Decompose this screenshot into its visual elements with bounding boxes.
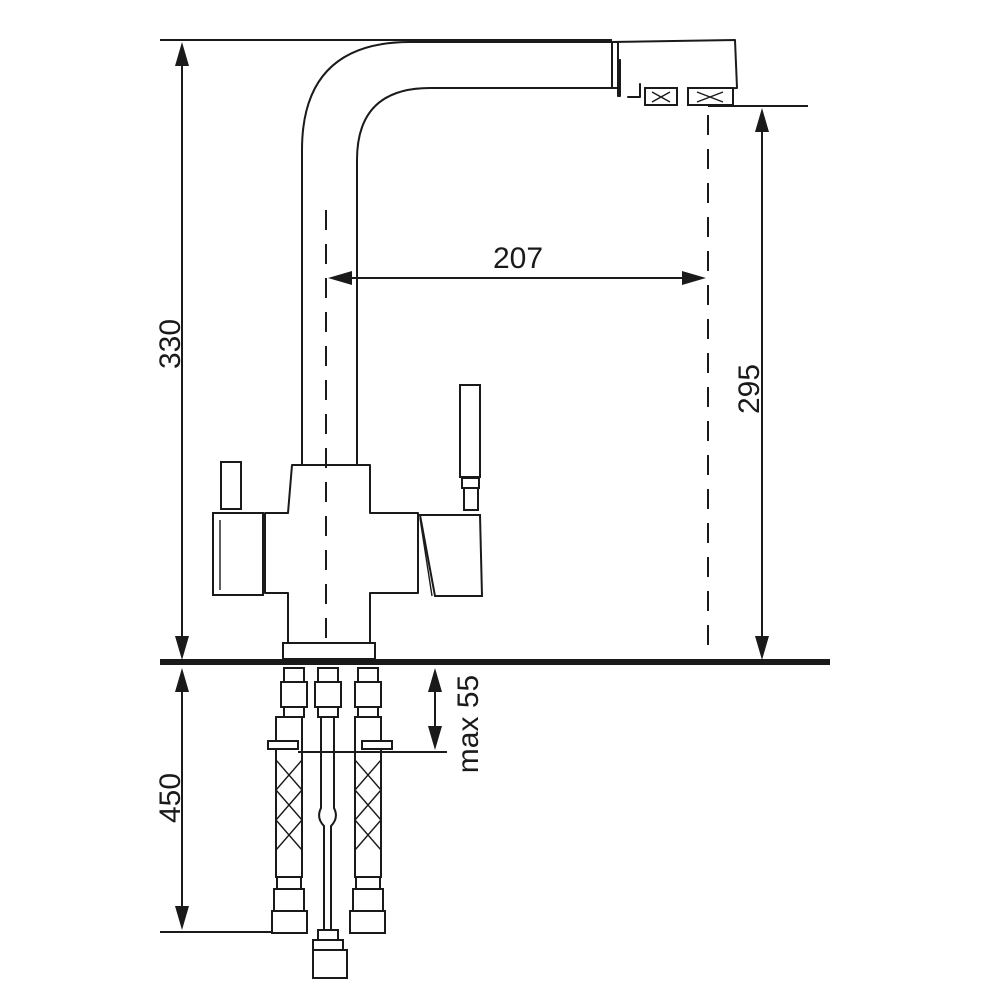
faucet-body bbox=[264, 464, 419, 660]
dimension-spout-height bbox=[755, 108, 769, 660]
supply-hoses bbox=[267, 667, 447, 979]
aerator-outlets bbox=[644, 87, 734, 106]
label-reach: 207 bbox=[493, 242, 543, 275]
dimension-reach bbox=[328, 271, 706, 285]
label-spout-height: 295 bbox=[733, 364, 766, 414]
label-max-countertop: max 55 bbox=[452, 675, 485, 773]
dimension-total-height bbox=[160, 39, 612, 660]
label-total-height: 330 bbox=[154, 319, 187, 369]
dimension-max-countertop bbox=[428, 668, 442, 750]
right-filter-handle bbox=[418, 384, 484, 597]
left-lever-handle bbox=[212, 461, 264, 596]
dimension-hose-length bbox=[160, 668, 272, 933]
faucet-spout bbox=[301, 39, 738, 466]
label-hose-length: 450 bbox=[154, 773, 187, 823]
